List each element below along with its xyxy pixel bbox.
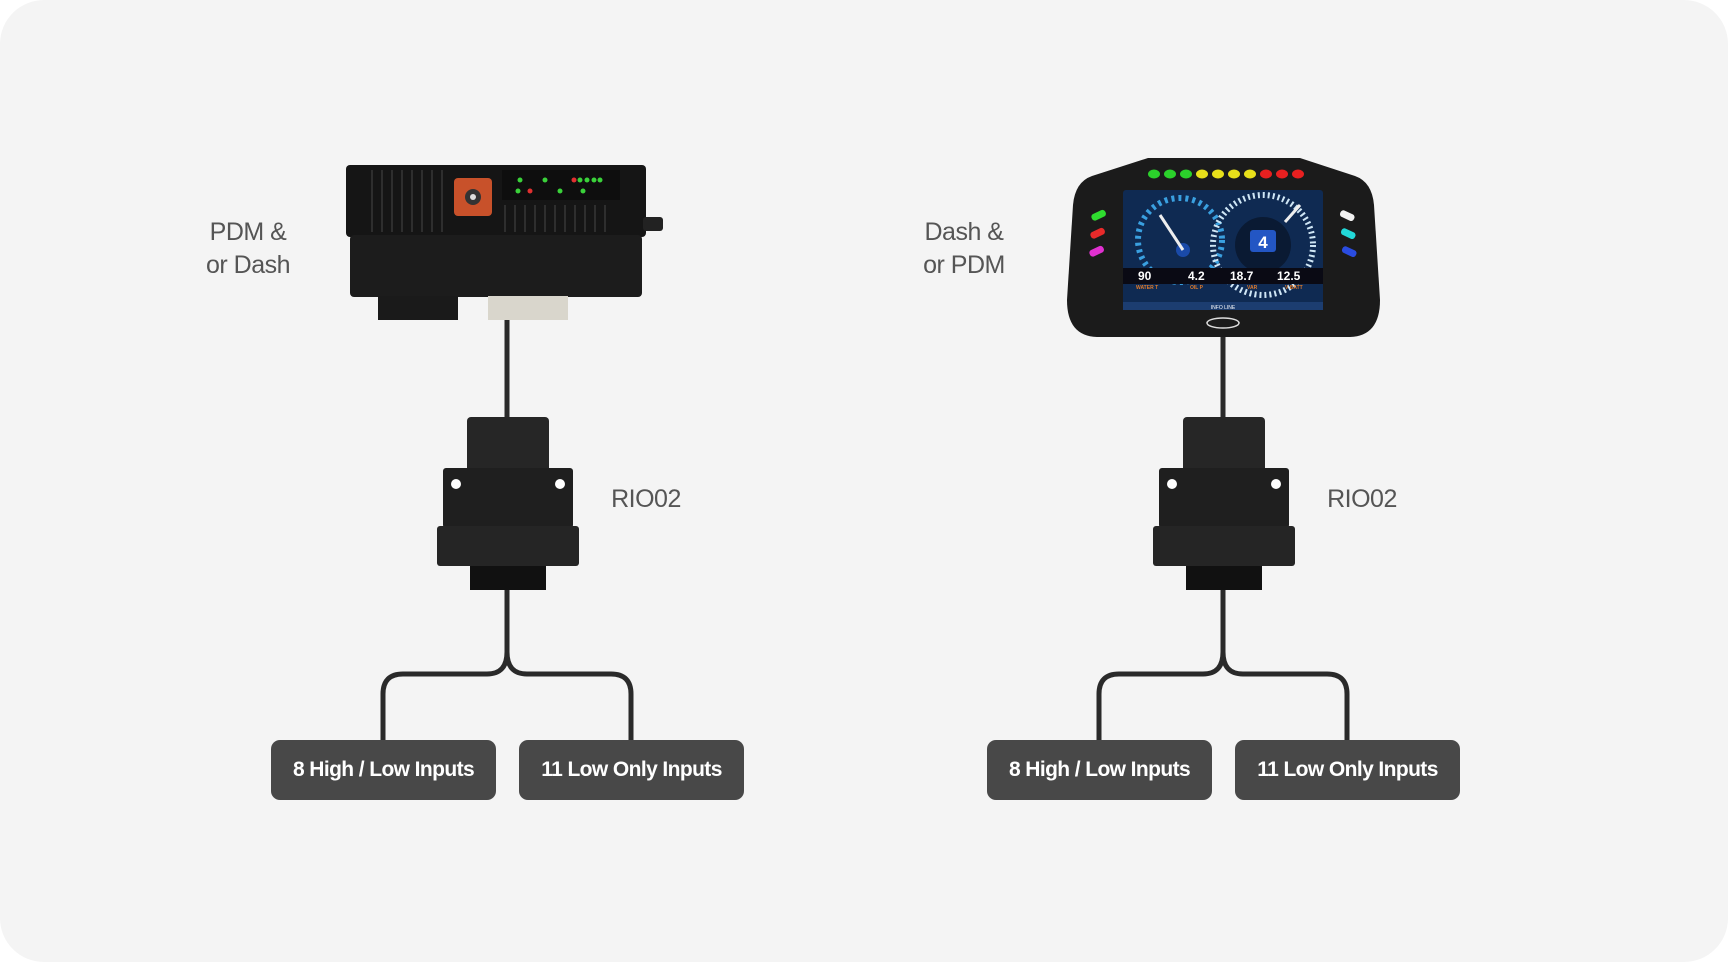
shift-light: [1180, 169, 1192, 179]
shift-light: [1292, 169, 1304, 179]
high-low-inputs-box-right: 8 High / Low Inputs: [987, 740, 1212, 800]
shift-light: [1196, 169, 1208, 179]
shift-light: [1260, 169, 1272, 179]
dash-display-device: 4 90 4.2 18.7 12.5 WATER T OIL P VAR V B…: [1067, 158, 1380, 337]
shift-light: [1164, 169, 1176, 179]
high-low-inputs-box-left: 8 High / Low Inputs: [271, 740, 496, 800]
right-cables: [1096, 337, 1350, 741]
left-cables: [380, 320, 634, 741]
module-label-left: RIO02: [611, 485, 681, 513]
shift-lights: [1148, 169, 1304, 179]
readout-var: 18.7: [1230, 269, 1254, 283]
info-line: INFO LINE: [1211, 305, 1236, 311]
rio02-module-right: [1153, 417, 1295, 590]
gear-indicator: 4: [1258, 233, 1268, 252]
label-water-temp: WATER T: [1136, 285, 1158, 291]
label-vbatt: V BATT: [1285, 285, 1303, 291]
shift-light: [1148, 169, 1160, 179]
low-only-inputs-box-left: 11 Low Only Inputs: [519, 740, 744, 800]
label-var: VAR: [1247, 285, 1258, 291]
readout-water-temp: 90: [1138, 269, 1152, 283]
readout-oil-pressure: 4.2: [1188, 269, 1205, 283]
low-only-inputs-box-right: 11 Low Only Inputs: [1235, 740, 1460, 800]
shift-light: [1244, 169, 1256, 179]
device-label-line2: or Dash: [205, 251, 291, 279]
device-label-left: PDM & or Dash: [188, 216, 308, 282]
rio02-module-left: [437, 417, 579, 590]
module-label-right: RIO02: [1327, 485, 1397, 513]
pdm-device: [346, 165, 663, 320]
device-label-right: Dash & or PDM: [904, 216, 1024, 282]
shift-light: [1212, 169, 1224, 179]
label-oil-pressure: OIL P: [1190, 285, 1204, 291]
device-label-line1: PDM &: [209, 218, 287, 246]
readout-vbatt: 12.5: [1277, 269, 1301, 283]
device-label-line2: or PDM: [923, 251, 1005, 279]
shift-light: [1276, 169, 1288, 179]
shift-light: [1228, 169, 1240, 179]
device-label-line1: Dash &: [924, 218, 1004, 246]
